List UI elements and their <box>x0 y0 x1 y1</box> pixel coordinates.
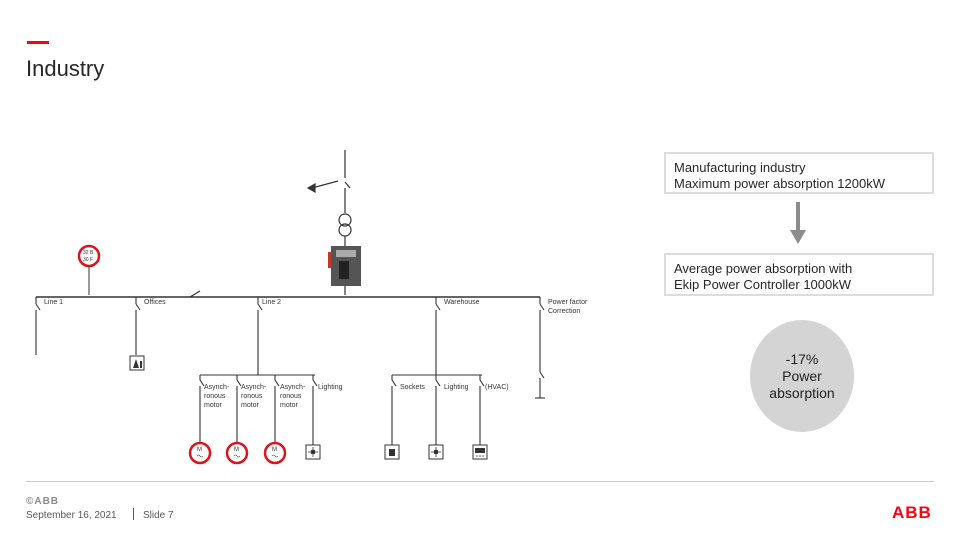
max-power-line-2: Maximum power absorption 1200kW <box>674 176 885 191</box>
max-power-line-1: Manufacturing industry <box>674 160 806 175</box>
offices-breaker <box>135 303 141 311</box>
office-equipment-icon <box>129 355 145 371</box>
transformer-primary <box>338 213 352 227</box>
slide-number: Slide 7 <box>143 510 174 521</box>
abb-logo: ABB <box>892 503 932 522</box>
lighting-icon <box>305 444 321 460</box>
svg-text:Asynch-: Asynch- <box>204 384 230 391</box>
async-motor-label-3: Asynch- ronous motor <box>280 384 306 409</box>
hvac-label: (HVAC) <box>485 384 509 391</box>
avg-power-line-2: Ekip Power Controller 1000kW <box>674 277 852 292</box>
svg-text:motor: motor <box>204 402 223 409</box>
warehouse-breaker <box>435 303 441 311</box>
svg-text:M: M <box>234 447 239 453</box>
line2-breaker <box>257 303 263 311</box>
reduction-line-2: absorption <box>769 384 835 401</box>
motor-icon: M <box>188 441 212 465</box>
pf-label-2: Correction <box>548 308 580 315</box>
footer-separator <box>133 508 134 520</box>
svg-text:30 F: 30 F <box>83 257 93 263</box>
footer-date: September 16, 2021 <box>26 510 117 521</box>
socket-icon <box>384 444 400 460</box>
bus-tie-switch <box>189 290 201 298</box>
async-motor-label-2: Asynch- ronous motor <box>241 384 267 409</box>
reduction-line-1: Power <box>782 367 822 384</box>
svg-text:Asynch-: Asynch- <box>280 384 306 391</box>
pf-label-1: Power factor <box>548 299 588 306</box>
lighting-label-warehouse: Lighting <box>444 384 469 391</box>
svg-text:Asynch-: Asynch- <box>241 384 267 391</box>
pf-breaker <box>539 303 545 311</box>
footer-divider <box>26 481 934 482</box>
sockets-label: Sockets <box>400 384 425 391</box>
power-meter-icon: 32 B 30 F <box>77 244 101 268</box>
pf-breaker-2 <box>539 371 545 379</box>
motor-icon: M <box>225 441 249 465</box>
lighting-icon <box>428 444 444 460</box>
svg-text:M: M <box>197 447 202 453</box>
async-motor-label-1: Asynch- ronous motor <box>204 384 230 409</box>
footer-logo: ©ABB <box>26 496 60 507</box>
disconnector-arrow <box>306 182 316 194</box>
disconnector-blade <box>311 180 339 189</box>
avg-power-line-1: Average power absorption with <box>674 261 853 276</box>
svg-text:ronous: ronous <box>241 393 263 400</box>
motor-icon: M <box>263 441 287 465</box>
line1-breaker <box>35 303 41 311</box>
breaker-mark <box>344 181 351 189</box>
accent-bar <box>27 41 49 44</box>
power-reduction-badge: -17% Power absorption <box>750 320 854 432</box>
svg-text:ronous: ronous <box>204 393 226 400</box>
offices-label: Offices <box>144 299 166 306</box>
hvac-icon <box>472 444 488 460</box>
svg-text:32 B: 32 B <box>83 250 94 256</box>
svg-text:ronous: ronous <box>280 393 302 400</box>
max-power-box: Manufacturing industry Maximum power abs… <box>664 152 934 194</box>
svg-text:M: M <box>272 447 277 453</box>
down-arrow-icon <box>790 202 806 244</box>
warehouse-label: Warehouse <box>444 299 480 306</box>
line1-label: Line 1 <box>44 299 63 306</box>
line2-label: Line 2 <box>262 299 281 306</box>
avg-power-box: Average power absorption with Ekip Power… <box>664 253 934 296</box>
svg-text:motor: motor <box>280 402 299 409</box>
reduction-value: -17% <box>785 350 819 367</box>
lighting-label-line2: Lighting <box>318 384 343 391</box>
page-title: Industry <box>26 56 105 81</box>
svg-text:motor: motor <box>241 402 260 409</box>
main-breaker-icon <box>328 246 361 286</box>
